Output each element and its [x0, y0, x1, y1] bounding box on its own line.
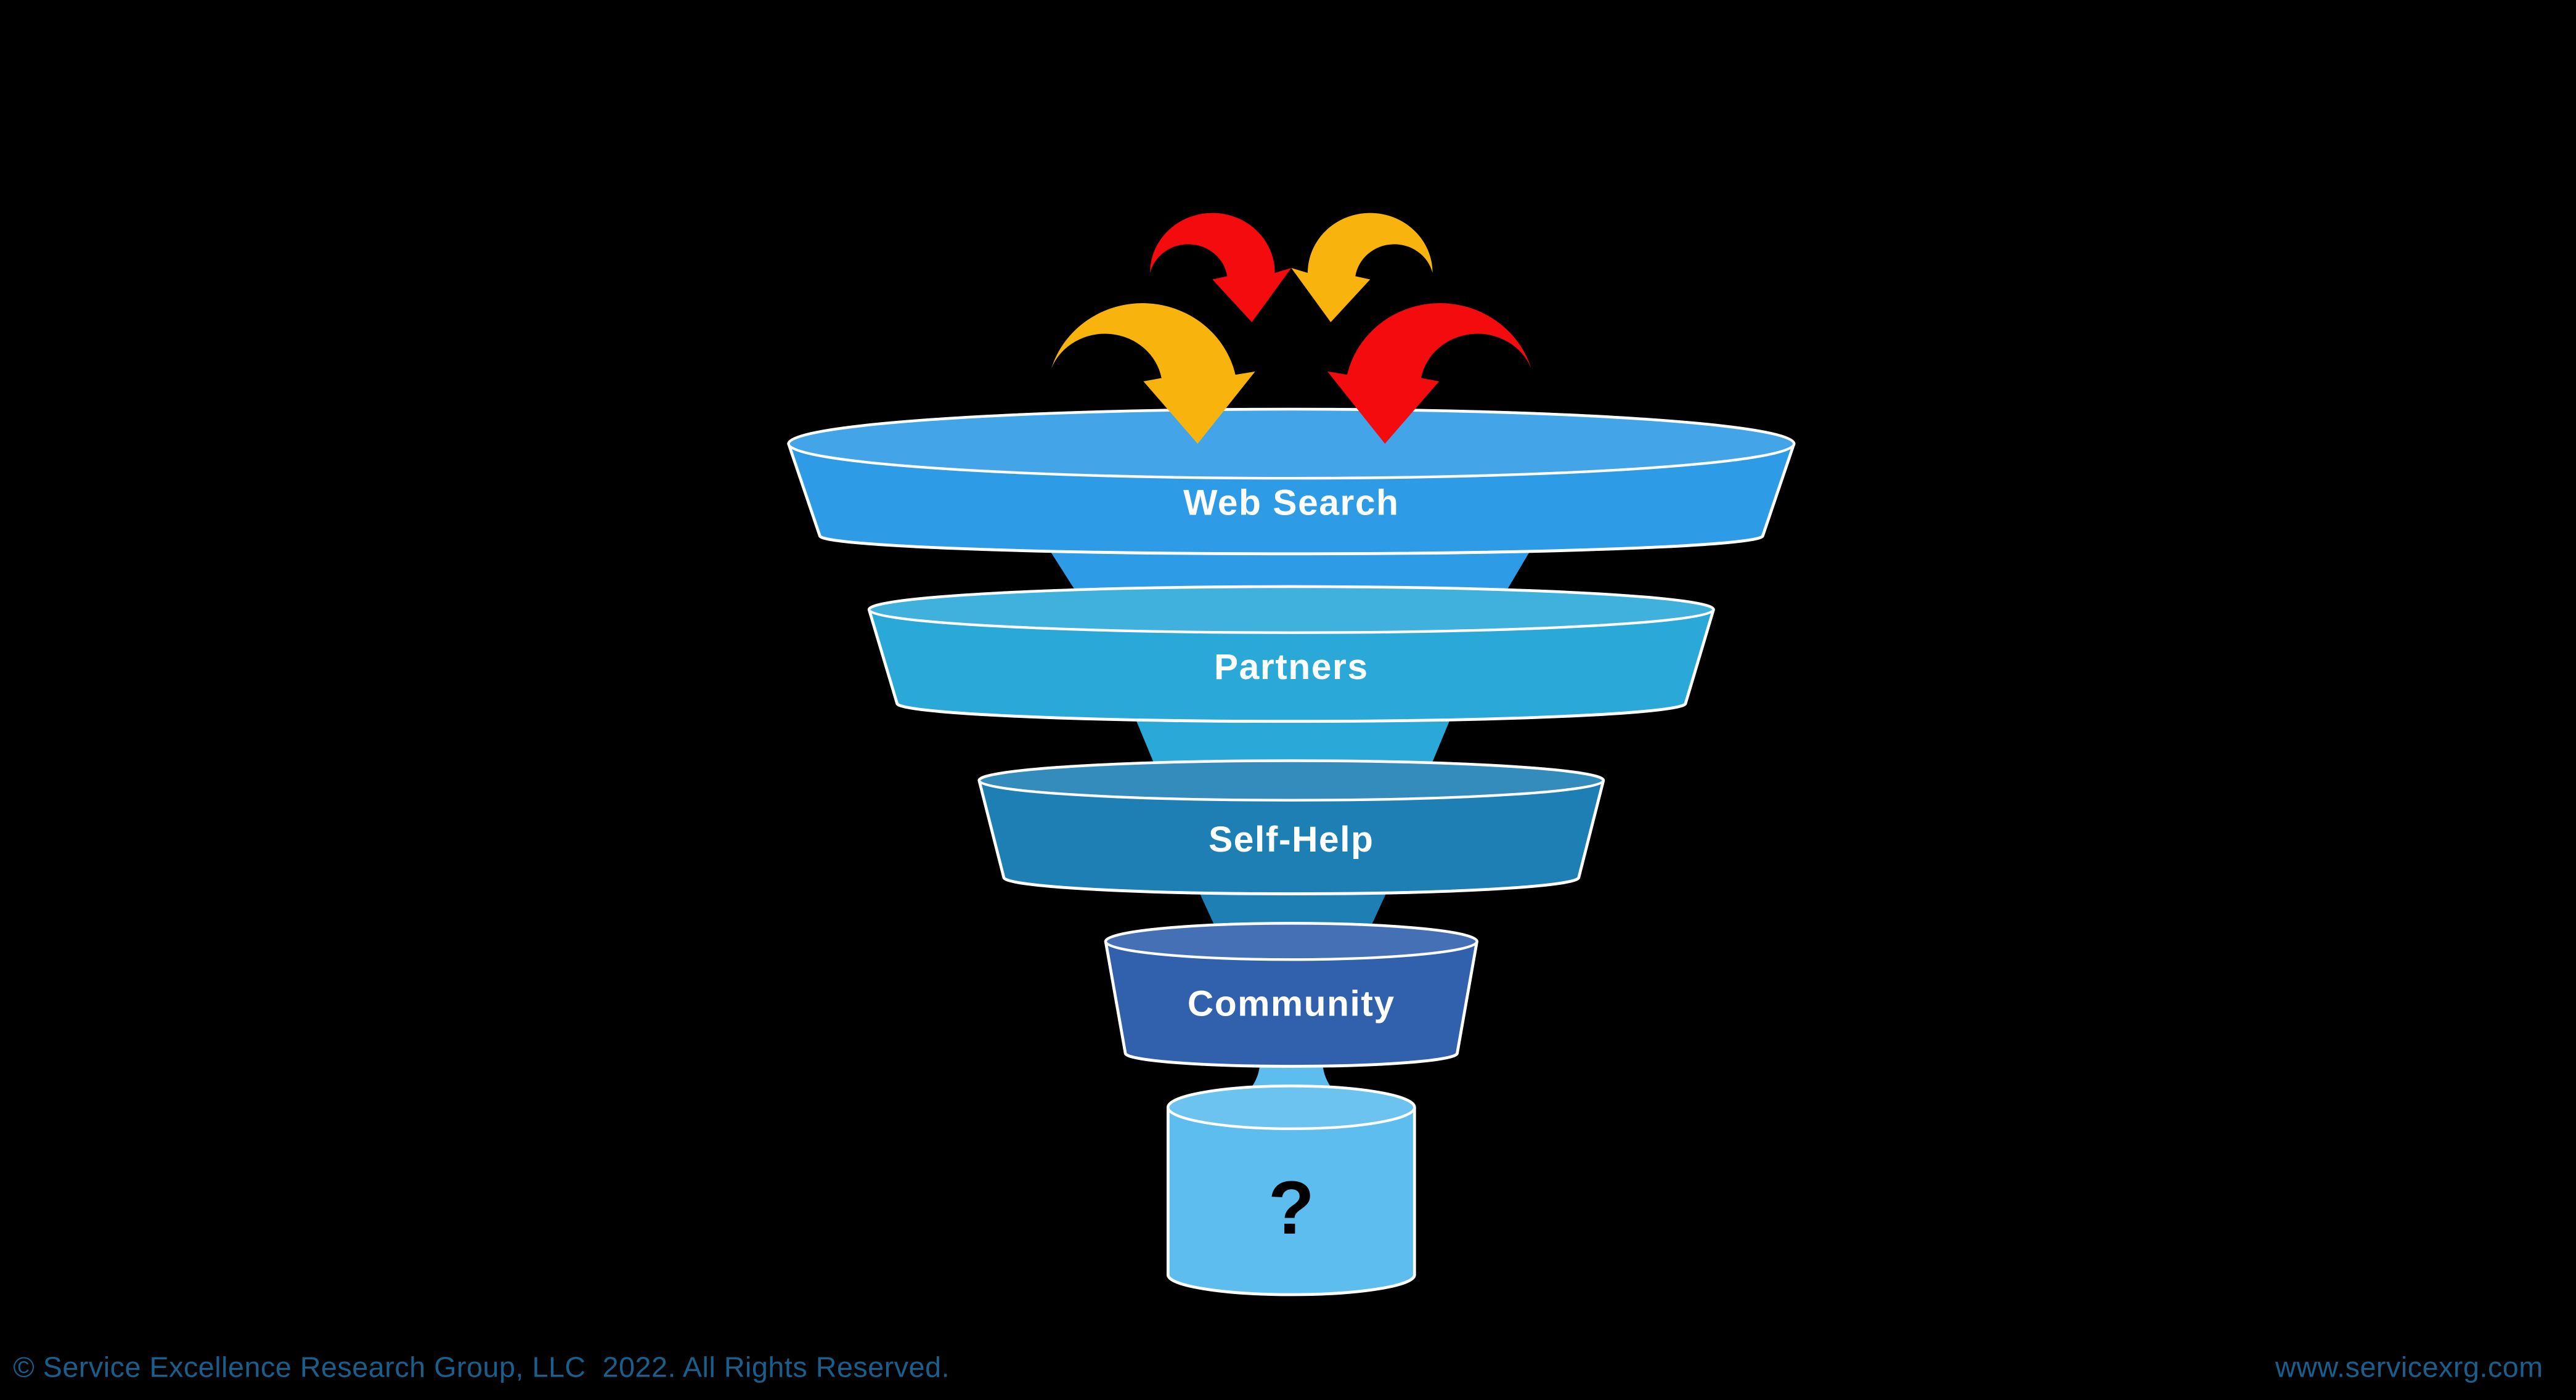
funnel-label-partners: Partners — [1214, 647, 1369, 687]
funnel-rim-highlight-web-search — [788, 409, 1795, 479]
funnel-rim-unknown — [1167, 1085, 1416, 1130]
funnel-level-partners: Partners — [867, 585, 1715, 723]
funnel-label-question-mark: ? — [1268, 1165, 1314, 1250]
copyright-text: © Service Excellence Research Group, LLC… — [13, 1351, 950, 1383]
funnel-rim-highlight-unknown — [1168, 1086, 1415, 1129]
funnel-label-self-help: Self-Help — [1209, 820, 1374, 860]
curved-arrow-small-yellow — [1291, 213, 1433, 322]
funnel-level-web-search: Web Search — [787, 407, 1796, 556]
funnel-rim-partners — [868, 585, 1715, 634]
funnel-label-web-search: Web Search — [1183, 483, 1400, 523]
funnel-level-unknown: ? — [1166, 1085, 1416, 1296]
funnel-level-community: Community — [1104, 922, 1478, 1068]
funnel-level-self-help: Self-Help — [977, 759, 1605, 895]
funnel-rim-community — [1104, 922, 1478, 961]
website-url: www.servicexrg.com — [2275, 1351, 2543, 1383]
funnel-rim-web-search — [787, 408, 1796, 480]
funnel-rim-highlight-self-help — [979, 760, 1604, 800]
funnel-rim-highlight-partners — [869, 587, 1714, 633]
curved-arrow-large-red — [1327, 303, 1531, 444]
curved-arrow-small-red — [1150, 213, 1292, 322]
curved-arrow-large-yellow — [1051, 303, 1255, 444]
funnel-label-community: Community — [1188, 984, 1395, 1024]
funnel-rim-self-help — [977, 759, 1605, 802]
funnel-rim-highlight-community — [1106, 923, 1477, 960]
